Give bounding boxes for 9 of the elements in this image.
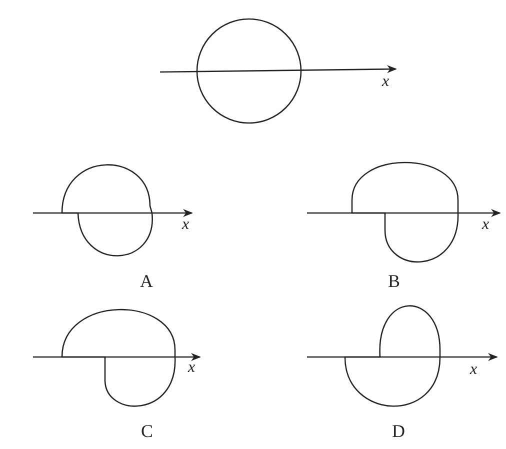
option-label: A [140, 272, 153, 290]
axis-label: x [382, 74, 390, 90]
axis-label: x [470, 362, 478, 378]
option-label: B [388, 272, 400, 290]
option-label: D [392, 422, 405, 440]
axis-label: x [482, 217, 490, 233]
axis-label: x [188, 360, 196, 376]
option-label: C [141, 422, 154, 440]
axis-label: x [182, 217, 190, 233]
